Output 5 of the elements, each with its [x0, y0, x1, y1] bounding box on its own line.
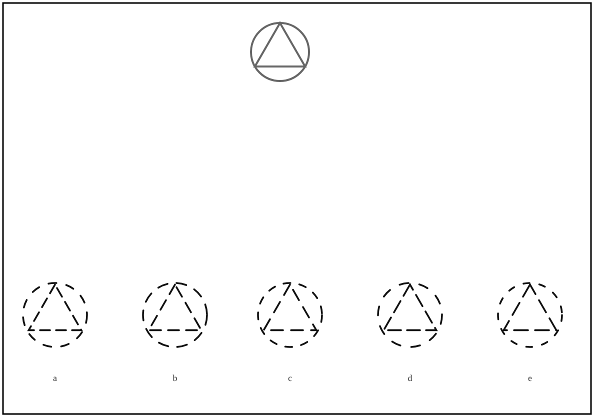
figure-letter: e — [528, 373, 532, 383]
figure-letter: d — [408, 373, 412, 383]
figure-letter: b — [172, 373, 178, 383]
figure-letter: c — [288, 373, 292, 383]
figure-letter: a — [53, 373, 57, 383]
